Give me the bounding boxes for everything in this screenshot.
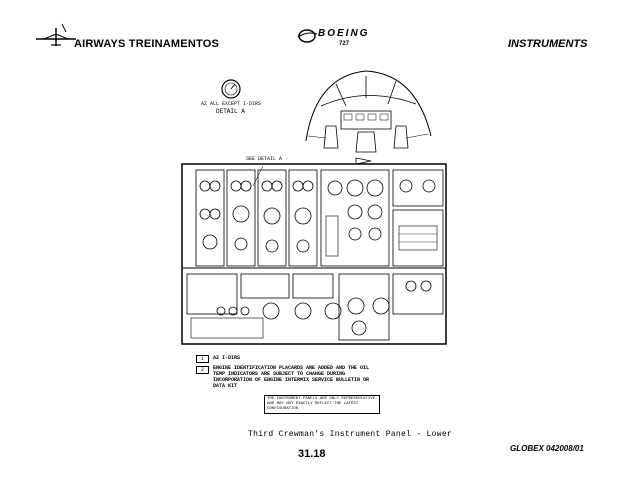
see-detail-callout: SEE DETAIL A <box>246 156 283 162</box>
company-name: AIRWAYS TREINAMENTOS <box>74 38 219 50</box>
detail-note: AZ ALL EXCEPT I-DIRS <box>201 101 262 107</box>
aircraft-model: 727 <box>339 41 350 47</box>
note-1-marker: 1 <box>196 355 209 363</box>
note-2-text: ENGINE IDENTIFICATION PLACARDS ARE ADDED… <box>213 365 370 389</box>
boeing-logo-icon <box>297 29 318 43</box>
cockpit-illustration <box>305 70 432 153</box>
instrument-panel-diagram <box>181 157 447 345</box>
brand-wordmark: BOEING <box>318 28 370 39</box>
document-reference: GLOBEX 042008/01 <box>510 444 584 453</box>
configuration-placard: THE INSTRUMENT PANELS ARE ONLY REPRESENT… <box>264 395 380 414</box>
figure-caption: Third Crewman's Instrument Panel - Lower <box>248 430 453 439</box>
note-1-text: AZ I-DIRS <box>213 355 241 361</box>
note-2-marker: 2 <box>196 366 209 374</box>
detail-label: DETAIL A <box>216 108 245 115</box>
airplane-logo-icon <box>36 23 76 46</box>
page-number: 31.18 <box>298 448 326 460</box>
section-title: INSTRUMENTS <box>508 38 588 50</box>
detail-gauge-icon <box>221 79 241 99</box>
